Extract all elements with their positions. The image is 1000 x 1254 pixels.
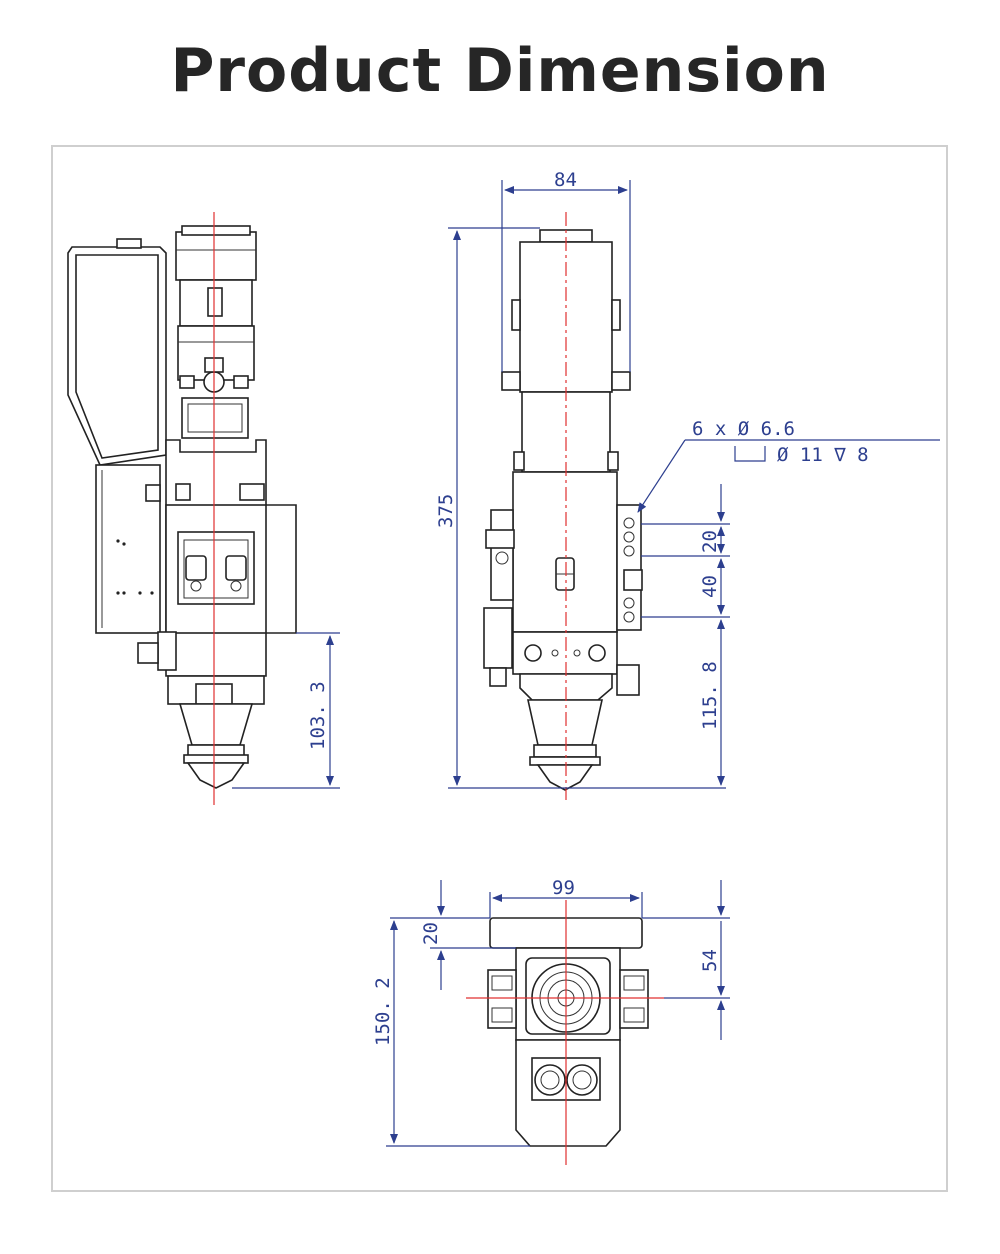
bottom-dimension-20: [390, 880, 516, 990]
bottom-dimension-150: [386, 920, 530, 1147]
side-view: [67, 212, 297, 805]
bottom-dimension-99: [489, 892, 643, 918]
dim-label-84: 84: [554, 169, 577, 191]
hole-note-leader: [637, 439, 940, 513]
hole-note: 6 x Ø 6.6: [692, 418, 795, 440]
dim-label-20-bottom: 20: [420, 922, 442, 945]
dim-label-103: 103. 3: [307, 681, 329, 750]
bottom-view: [466, 900, 664, 1165]
bottom-dimension-54: [642, 880, 730, 1040]
page-title: Product Dimension: [170, 36, 830, 106]
dim-label-20-front: 20: [699, 530, 721, 553]
dim-label-115: 115. 8: [699, 661, 721, 730]
front-view: [483, 212, 643, 800]
front-dimension-stack: [641, 484, 730, 786]
dim-label-375: 375: [435, 494, 457, 528]
front-dimension-375: [448, 227, 726, 789]
front-dimension-84: [501, 180, 631, 372]
dim-label-150: 150. 2: [372, 977, 394, 1046]
dim-label-99: 99: [552, 877, 575, 899]
side-dimension-103: [232, 632, 340, 789]
dim-label-54: 54: [699, 949, 721, 972]
hole-note-2: Ø 11 ∇ 8: [777, 444, 869, 466]
dim-label-40: 40: [699, 575, 721, 598]
